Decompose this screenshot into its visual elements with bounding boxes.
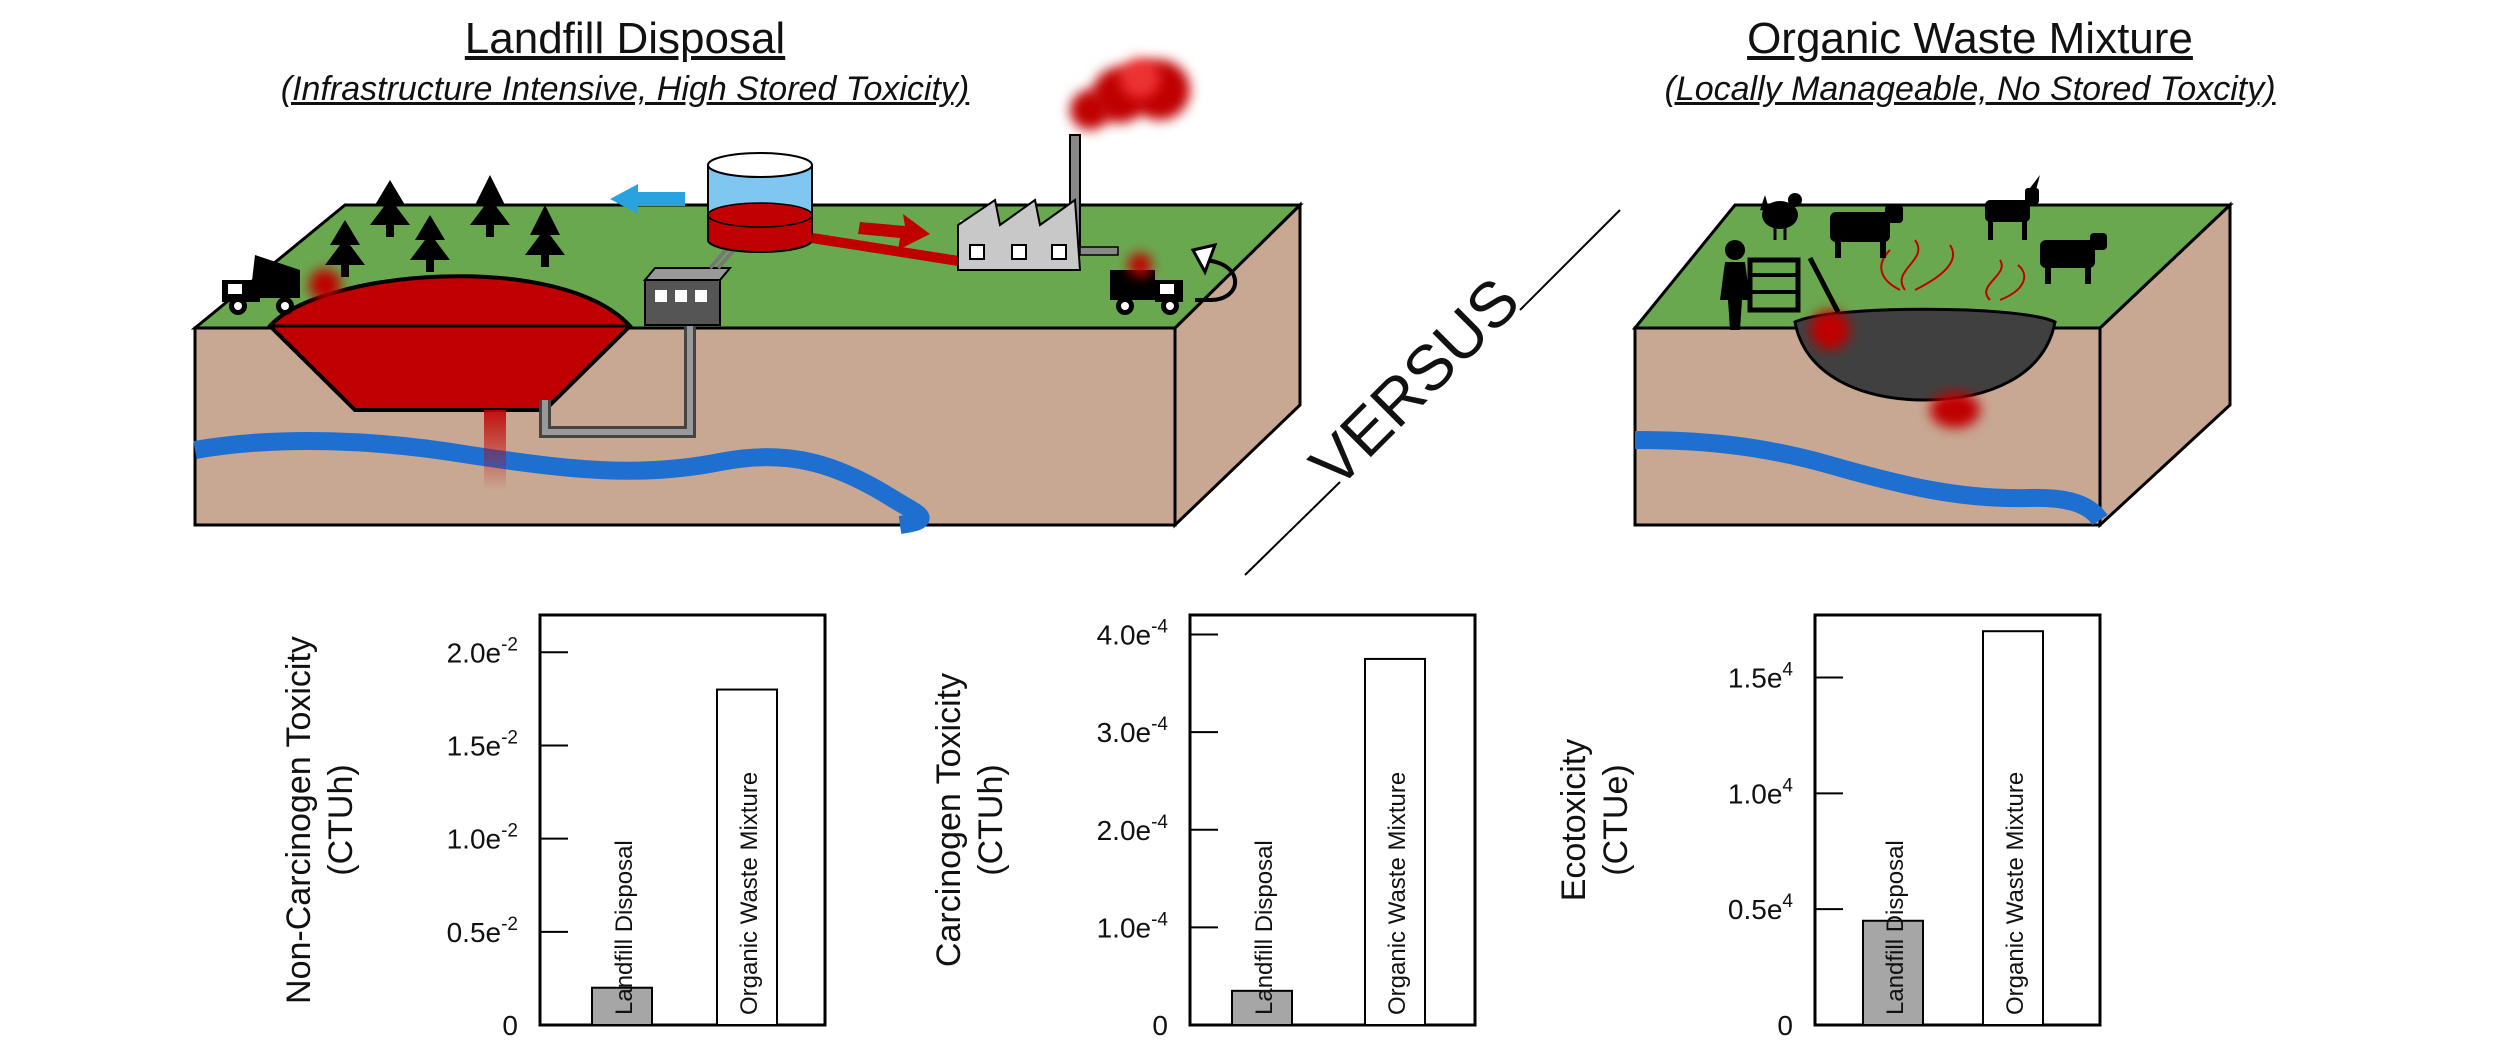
y-tick-label: 0 <box>1777 1010 1793 1041</box>
bar-label: Organic Waste Mixture <box>2002 772 2029 1015</box>
pit-spill <box>1810 310 1850 350</box>
y-tick-label: 2.0e-2 <box>447 634 518 668</box>
dump-truck-icon <box>1110 270 1183 315</box>
water-outflow-arrow <box>610 184 685 214</box>
y-tick-label: 3.0e-4 <box>1097 714 1169 748</box>
goat-icon <box>1985 175 2040 240</box>
landfill-title: Landfill Disposal <box>464 14 786 63</box>
bar-organic <box>1982 630 2044 1026</box>
rooster-icon <box>1760 193 1802 240</box>
dump-truck-icon <box>222 255 300 315</box>
landfill-subtitle: (Infrastructure Intensive, High Stored T… <box>280 70 970 108</box>
cow-icon <box>1830 205 1903 258</box>
landfill-block <box>190 58 1304 534</box>
organic-subtitle: (Locally Manageable, No Stored Toxcity) <box>1664 70 2276 108</box>
y-tick-label: 0 <box>502 1010 518 1041</box>
y-tick-label: 1.0e-4 <box>1097 909 1169 943</box>
bar-organic <box>716 688 778 1027</box>
y-tick-label: 0.5e4 <box>1728 891 1794 925</box>
sludge-flow-arrow <box>858 214 930 250</box>
bar-landfill <box>1231 989 1293 1026</box>
landfill-cell <box>267 274 633 412</box>
bar-label: Organic Waste Mixture <box>1384 772 1411 1015</box>
factory-icon <box>957 134 1119 271</box>
bar-label: Landfill Disposal <box>1882 840 1909 1015</box>
y-tick-label: 1.0e4 <box>1728 775 1794 809</box>
organic-block <box>1631 175 2234 529</box>
chart-frame <box>1188 613 1477 1027</box>
tank-icon <box>707 152 813 253</box>
y-tick-label: 0.5e-2 <box>447 914 518 948</box>
steam-icon <box>1880 239 2026 301</box>
versus-label: VERSUS <box>1296 264 1533 501</box>
y-axis-label: Ecotoxicity(CTUe) <box>1555 739 1635 902</box>
chart-1: Landfill Disposal Organic Waste Mixture 0 0… <box>280 613 827 1041</box>
bar-landfill <box>1862 919 1924 1026</box>
y-tick-label: 4.0e-4 <box>1097 617 1169 651</box>
pit-leak <box>1930 392 1980 428</box>
truck-spill <box>1128 253 1152 277</box>
bar-landfill <box>591 986 653 1027</box>
organic-title: Organic Waste Mixture <box>1747 14 2193 63</box>
leachate-leak <box>484 410 506 490</box>
sludge-pipe <box>811 233 966 267</box>
chart-frame <box>538 613 827 1027</box>
y-axis-label: Carcinogen Toxicity(CTUh) <box>930 673 1010 967</box>
y-tick-label: 1.5e4 <box>1728 660 1794 694</box>
dump-spill <box>309 269 341 301</box>
bar-label: Landfill Disposal <box>1251 840 1278 1015</box>
y-tick-label: 0 <box>1152 1010 1168 1041</box>
y-tick-label: 1.5e-2 <box>447 727 518 761</box>
organic-pit <box>1793 307 2057 402</box>
river-left <box>193 431 930 534</box>
chart-3: Landfill Disposal Organic Waste Mixture 0 0… <box>1555 613 2102 1041</box>
landfill-title-block: Landfill Disposal (Infrastructure Intens… <box>150 14 1100 109</box>
control-box-icon <box>642 238 745 326</box>
y-axis-label: Non-Carcinogen Toxicity(CTUh) <box>280 636 360 1004</box>
y-tick-label: 1.0e-2 <box>447 821 518 855</box>
charts-group: Landfill Disposal Organic Waste Mixture 0 0… <box>280 613 2102 1041</box>
chart-2: Landfill Disposal Organic Waste Mixture 0 1… <box>930 613 1477 1041</box>
worker-icon <box>1720 240 1841 330</box>
organic-title-block: Organic Waste Mixture (Locally Manageabl… <box>1520 14 2420 109</box>
tree-icon <box>325 175 565 277</box>
smoke-icon <box>1070 58 1190 130</box>
chart-frame <box>1813 613 2102 1027</box>
y-tick-label: 2.0e-4 <box>1097 812 1169 846</box>
bar-label: Organic Waste Mixture <box>736 772 763 1015</box>
bar-label: Landfill Disposal <box>611 840 638 1015</box>
bar-organic <box>1364 657 1426 1027</box>
river-right <box>1634 431 2108 526</box>
cow-icon <box>2040 233 2107 284</box>
return-arrow-icon <box>1195 258 1238 302</box>
